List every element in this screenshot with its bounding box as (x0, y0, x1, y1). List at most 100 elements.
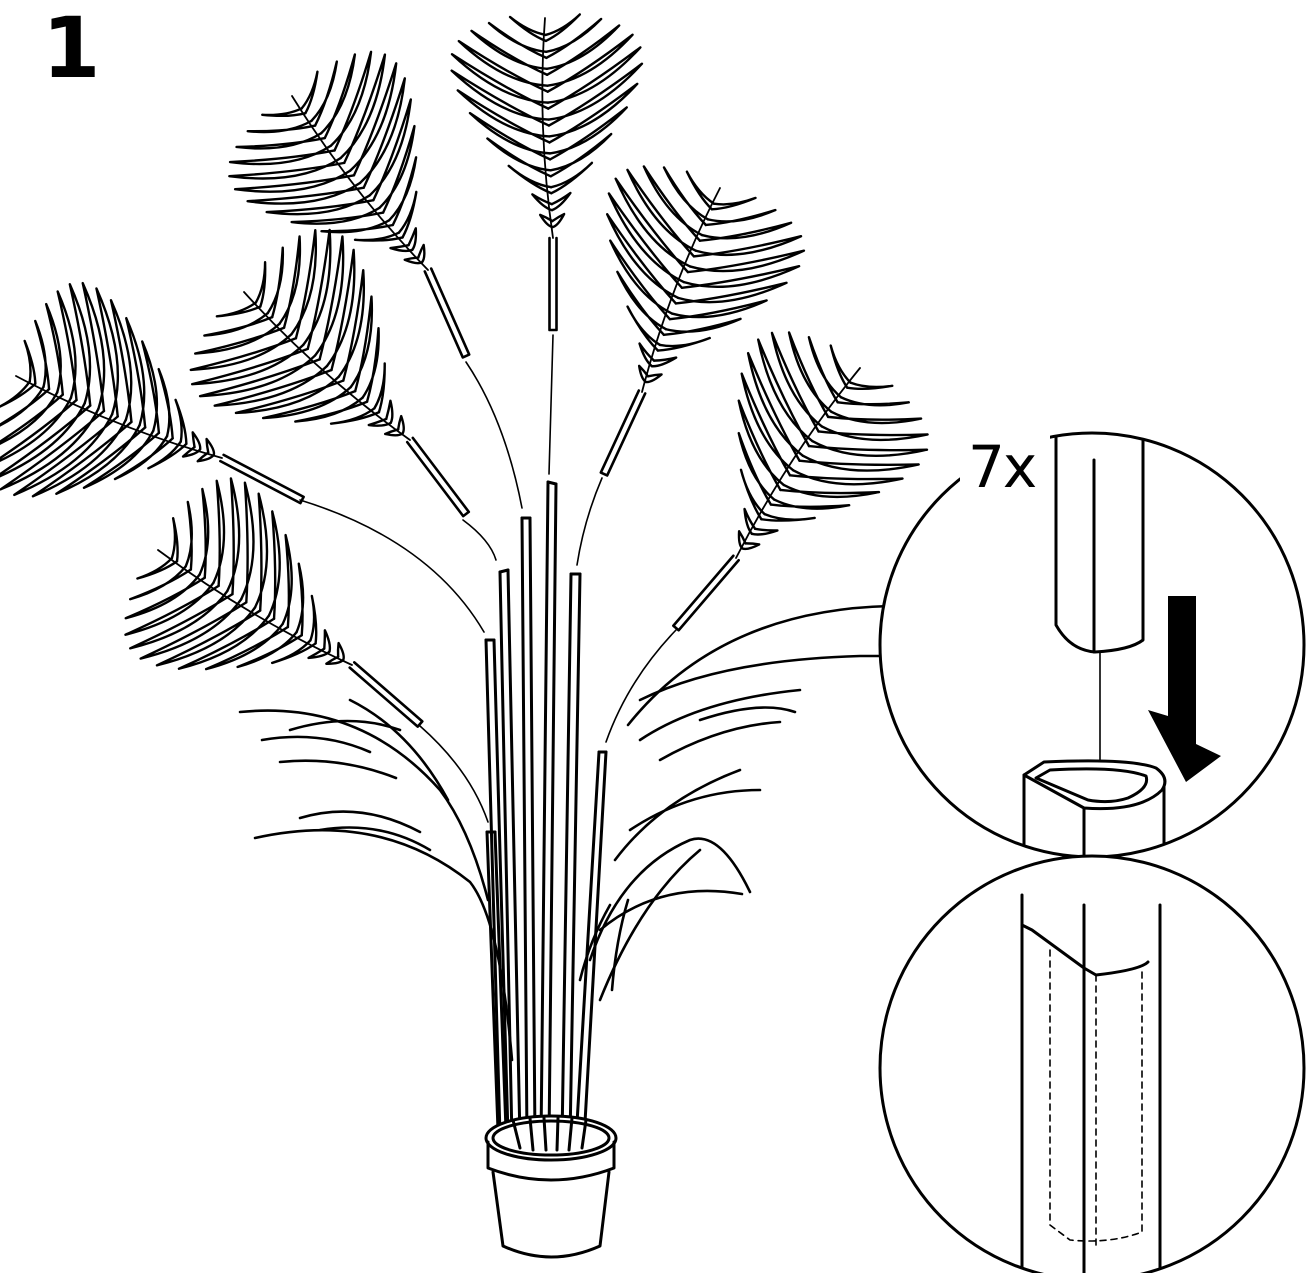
frond-leaflet (704, 208, 777, 227)
frond-leaflet (320, 219, 395, 234)
palm-frond (450, 13, 644, 332)
frond-leaflet (56, 290, 78, 402)
frond-leaflet (740, 372, 795, 477)
frond-leaflet (319, 53, 357, 140)
frond-leaflet (0, 402, 92, 478)
artificial-palm-plant (0, 13, 929, 1259)
frond-leaflet (507, 164, 553, 195)
frond-leaflet (181, 445, 202, 458)
frond-leaflet (212, 479, 226, 588)
palm-frond (228, 50, 471, 359)
frond-leaflet (626, 305, 662, 352)
frond-leaflet (215, 301, 262, 318)
frond-stem (599, 389, 647, 477)
frond-leaflet (329, 50, 373, 152)
frond-leaflet (254, 261, 267, 308)
frond-leaflet (545, 24, 621, 76)
frond-leaflet (637, 364, 650, 384)
frond-leaflet (0, 407, 106, 491)
frond-leaflet (300, 70, 319, 115)
frond-leaflet (368, 98, 413, 202)
frond-leaflet (779, 483, 881, 499)
frond-leaflet (674, 281, 788, 305)
frond-leaflet (141, 340, 161, 435)
frond-leaflet (685, 170, 716, 211)
frond-leaflet (605, 213, 680, 305)
frond-leaflet (389, 243, 414, 253)
frond-leaflet (177, 614, 276, 670)
frond-leaflet (204, 622, 290, 671)
frond-leaflet (549, 161, 594, 195)
frond-leaflet (538, 213, 554, 229)
stem-insertion-detail (1022, 433, 1221, 857)
frond-leaflet (339, 53, 387, 165)
frond-leaflet (544, 13, 582, 43)
frond-leaflet (385, 399, 394, 425)
frond-leaflet (396, 414, 405, 435)
frond-leaflet (807, 439, 929, 457)
frond-leaflet (236, 630, 303, 669)
frond-leaflet (829, 344, 852, 389)
frond-leaflet (157, 367, 174, 440)
frond-leaflet (329, 407, 381, 425)
frond-leaflet (349, 295, 374, 393)
frond-leaflet (826, 410, 923, 425)
frond-leaflet (737, 431, 776, 506)
lower-leaves (238, 604, 892, 1062)
assembled-stem-detail (1020, 893, 1162, 1273)
frond-leaflet (0, 385, 51, 427)
frond-leaflet (353, 231, 404, 242)
plant-pot (484, 1114, 618, 1259)
frond-leaflet (0, 391, 64, 445)
frond-leaflet (213, 364, 333, 407)
frond-leaflet (549, 132, 613, 178)
frond-leaflet (68, 283, 92, 407)
frond-stem (548, 236, 558, 332)
frond-stem (348, 661, 424, 728)
frond-leaflet (387, 156, 418, 227)
frond-leaflet (198, 354, 321, 398)
frond-leaflet (662, 317, 742, 337)
frond-leaflet (397, 190, 418, 239)
frond-leaflet (174, 398, 188, 446)
frond-leaflet (95, 287, 120, 418)
frond-leaflet (550, 191, 572, 212)
frond-leaflet (307, 647, 331, 660)
frond-leaflet (337, 268, 365, 382)
frond-leaflet (13, 413, 119, 497)
frond-leaflet (44, 302, 64, 396)
frond-leaflet (155, 606, 262, 667)
frond-leaflet (551, 212, 566, 229)
frond-leaflet (508, 15, 548, 43)
frond-leaflet (124, 573, 206, 620)
frond-leaflet (798, 454, 920, 472)
frond-leaflet (470, 29, 549, 76)
frond-leaflet (191, 431, 202, 451)
frond-leaflet (193, 322, 286, 355)
frond-leaflet (486, 137, 552, 178)
frond-leaflet (128, 565, 193, 601)
frond-leaflet (0, 380, 37, 408)
frond-leaflet (656, 336, 711, 352)
frond-leaflet (228, 144, 336, 166)
frond-leaflet (547, 62, 644, 127)
frond-leaflet (235, 132, 327, 150)
frond-leaflet (313, 235, 345, 361)
frond-leaflet (739, 468, 766, 521)
frond-leaflet (205, 437, 216, 456)
frond-leaflet (787, 331, 833, 419)
frond-leaflet (746, 351, 804, 462)
frond-leaflet (545, 17, 603, 60)
frond-leaflet (548, 82, 639, 144)
palm-frond (0, 281, 305, 505)
frond-leaflet (233, 169, 356, 193)
plant-stems (484, 480, 608, 1142)
frond-leaflet (190, 343, 309, 386)
frond-leaflet (266, 246, 285, 319)
frond-leaflet (170, 517, 179, 563)
frond-leaflet (281, 533, 293, 629)
quantity-label: 7x (968, 433, 1037, 501)
frond-leaflet (261, 385, 357, 420)
frond-leaflet (487, 21, 548, 60)
